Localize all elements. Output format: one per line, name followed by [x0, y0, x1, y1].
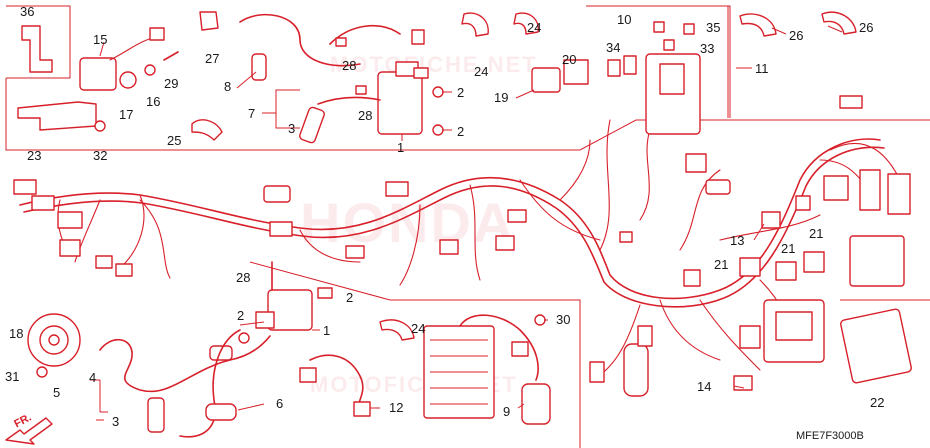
callout-3-upper[interactable]: 3	[288, 121, 296, 136]
callout-25[interactable]: 25	[167, 133, 182, 148]
callout-28-a[interactable]: 28	[342, 58, 357, 73]
callout-21-c[interactable]: 21	[809, 226, 824, 241]
diagram-code: MFE7F3000B	[796, 430, 864, 442]
callout-2-c[interactable]: 2	[346, 290, 354, 305]
callout-15[interactable]: 15	[93, 32, 108, 47]
callout-18[interactable]: 18	[9, 326, 24, 341]
callout-23[interactable]: 23	[27, 148, 42, 163]
callout-14[interactable]: 14	[697, 379, 712, 394]
callout-10[interactable]: 10	[617, 12, 632, 27]
callout-3-lower[interactable]: 3	[112, 414, 120, 429]
callout-2-a[interactable]: 2	[457, 85, 465, 100]
callout-20[interactable]: 20	[562, 52, 577, 67]
main-wire-harness	[19, 119, 901, 376]
callout-11[interactable]: 11	[755, 61, 769, 76]
relays-right	[733, 211, 912, 391]
callout-26-b[interactable]: 26	[859, 20, 874, 35]
top-left-parts	[17, 11, 223, 141]
callout-16[interactable]: 16	[146, 94, 161, 109]
callout-28-c[interactable]: 28	[236, 270, 251, 285]
wire-ties-top-right	[739, 11, 857, 37]
harness-connectors	[13, 95, 911, 383]
section-frames	[5, 5, 930, 448]
callout-28-b[interactable]: 28	[358, 108, 373, 123]
callout-5[interactable]: 5	[53, 385, 61, 400]
callout-36[interactable]: 36	[20, 4, 35, 19]
callout-29[interactable]: 29	[164, 76, 179, 91]
callout-35[interactable]: 35	[706, 20, 721, 35]
callout-21-a[interactable]: 21	[714, 257, 729, 272]
callout-4[interactable]: 4	[89, 370, 97, 385]
callout-7[interactable]: 7	[248, 106, 256, 121]
front-direction-arrow	[5, 417, 53, 445]
callout-13[interactable]: 13	[730, 233, 745, 248]
callout-19[interactable]: 19	[494, 90, 509, 105]
callout-8[interactable]: 8	[224, 79, 232, 94]
callout-31[interactable]: 31	[5, 369, 20, 384]
callout-32[interactable]: 32	[93, 148, 108, 163]
callout-24-a[interactable]: 24	[474, 64, 489, 79]
callout-33[interactable]: 33	[700, 41, 715, 56]
horn	[27, 313, 81, 378]
callout-12[interactable]: 12	[389, 400, 404, 415]
callout-2-b[interactable]: 2	[457, 124, 465, 139]
callout-2-d[interactable]: 2	[237, 308, 245, 323]
ignition-coil-lower	[99, 261, 333, 438]
callout-9[interactable]: 9	[503, 404, 511, 419]
lower-parts	[299, 314, 653, 425]
callout-34[interactable]: 34	[606, 40, 621, 55]
callout-30[interactable]: 30	[556, 312, 571, 327]
leader-lines	[90, 25, 843, 421]
ignition-coil-upper	[239, 12, 539, 144]
callout-21-b[interactable]: 21	[781, 241, 796, 256]
callout-6[interactable]: 6	[276, 396, 284, 411]
callout-24-b[interactable]: 24	[527, 20, 542, 35]
callout-22[interactable]: 22	[870, 395, 885, 410]
callout-27[interactable]: 27	[205, 51, 220, 66]
callout-1-upper[interactable]: 1	[397, 140, 405, 155]
callout-26-a[interactable]: 26	[789, 28, 804, 43]
callout-24-c[interactable]: 24	[411, 321, 426, 336]
fuse-box-assembly	[531, 21, 701, 135]
callout-17[interactable]: 17	[119, 107, 134, 122]
callout-1-lower[interactable]: 1	[323, 323, 331, 338]
